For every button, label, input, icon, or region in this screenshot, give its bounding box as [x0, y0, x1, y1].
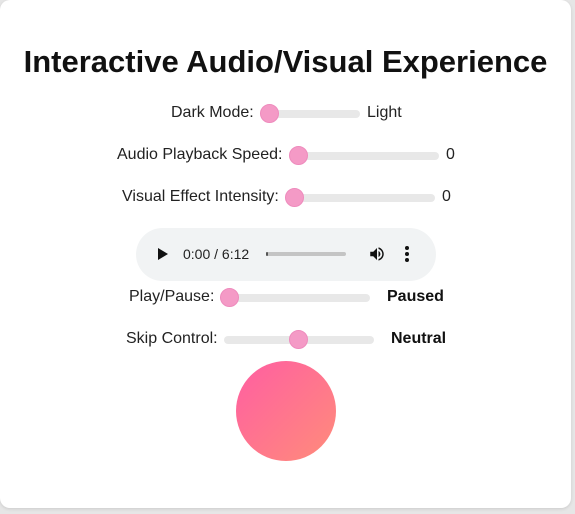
play-pause-label: Play/Pause:: [129, 288, 215, 305]
play-icon[interactable]: [158, 248, 168, 260]
dark-mode-control: Dark Mode: Light: [0, 99, 571, 129]
skip-control-label: Skip Control:: [126, 330, 218, 347]
playback-speed-slider[interactable]: [289, 152, 439, 160]
skip-control: Skip Control: Neutral: [0, 325, 571, 355]
visual-effect-circle: [236, 361, 336, 461]
playback-speed-label: Audio Playback Speed:: [117, 146, 283, 163]
play-pause-slider-thumb[interactable]: [220, 288, 239, 307]
skip-control-value: Neutral: [391, 330, 447, 347]
dark-mode-slider[interactable]: [260, 110, 360, 118]
audio-progress-bar[interactable]: [266, 252, 346, 256]
visual-intensity-control: Visual Effect Intensity: 0: [0, 183, 571, 213]
dark-mode-value: Light: [367, 104, 402, 121]
volume-icon[interactable]: [368, 245, 386, 263]
playback-speed-control: Audio Playback Speed: 0: [0, 141, 571, 171]
play-pause-slider[interactable]: [220, 294, 370, 302]
more-options-icon[interactable]: [404, 246, 410, 262]
visual-intensity-label: Visual Effect Intensity:: [122, 188, 279, 205]
page-title: Interactive Audio/Visual Experience: [23, 44, 548, 79]
playback-speed-slider-thumb[interactable]: [289, 146, 308, 165]
audio-player: 0:00 / 6:12: [136, 228, 436, 281]
audio-progress-fill: [266, 252, 268, 256]
play-pause-control: Play/Pause: Paused: [0, 283, 571, 313]
play-pause-value: Paused: [387, 288, 444, 305]
skip-control-slider-thumb[interactable]: [289, 330, 308, 349]
visual-intensity-slider[interactable]: [285, 194, 435, 202]
playback-speed-value: 0: [446, 146, 455, 163]
dark-mode-label: Dark Mode:: [171, 104, 254, 121]
dark-mode-slider-thumb[interactable]: [260, 104, 279, 123]
visual-intensity-value: 0: [442, 188, 451, 205]
visual-intensity-slider-thumb[interactable]: [285, 188, 304, 207]
audio-time: 0:00 / 6:12: [183, 246, 250, 262]
